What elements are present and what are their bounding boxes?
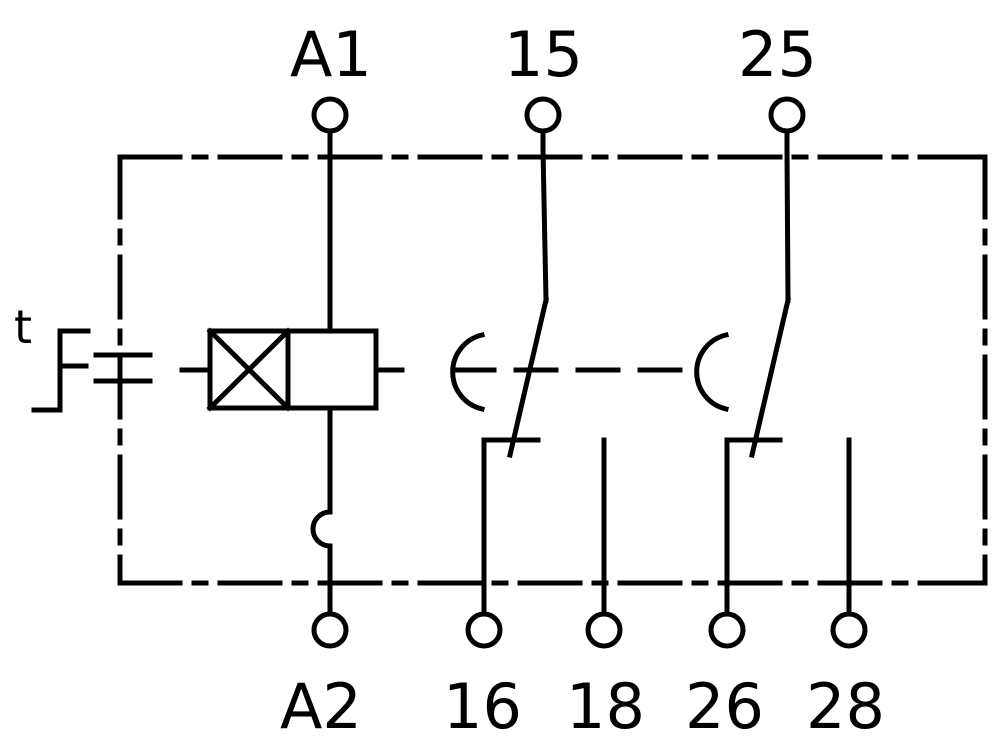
terminal-label-16: 16 <box>443 670 522 740</box>
contact-25-26-28 <box>724 128 852 617</box>
terminal-26-circle <box>708 611 746 649</box>
terminal-15-circle <box>524 96 562 134</box>
coil-body <box>207 328 379 411</box>
delay-arc-2 <box>694 331 730 413</box>
terminal-a1-circle <box>311 96 349 134</box>
contact-blade-2 <box>748 296 792 459</box>
enclosure-outline <box>117 154 988 586</box>
terminal-label-15: 15 <box>504 18 583 91</box>
terminal-a2-circle <box>311 611 349 649</box>
terminal-label-25: 25 <box>738 18 817 91</box>
bottom-terminal-labels: A2 16 18 26 28 <box>280 670 885 740</box>
mechanical-linkage <box>179 331 730 413</box>
terminal-label-a1: A1 <box>290 18 372 91</box>
coil-circuit <box>206 128 379 617</box>
time-delay-label: t <box>14 300 32 354</box>
terminal-label-18: 18 <box>566 670 645 740</box>
terminal-label-a2: A2 <box>280 670 362 740</box>
terminal-16-circle <box>465 611 503 649</box>
contact-blade-1 <box>506 296 550 459</box>
time-delay-symbol: t <box>14 300 153 413</box>
contact-15-16-18 <box>481 128 607 617</box>
coil-link-arc <box>310 509 333 549</box>
delay-arc-1 <box>450 331 486 413</box>
top-terminal-labels: A1 15 25 <box>290 18 817 91</box>
terminal-28-circle <box>830 611 868 649</box>
terminal-18-circle <box>585 611 623 649</box>
terminal-label-26: 26 <box>685 670 764 740</box>
delay-step-icon <box>31 328 91 413</box>
terminal-label-28: 28 <box>806 670 885 740</box>
terminal-25-circle <box>768 96 806 134</box>
